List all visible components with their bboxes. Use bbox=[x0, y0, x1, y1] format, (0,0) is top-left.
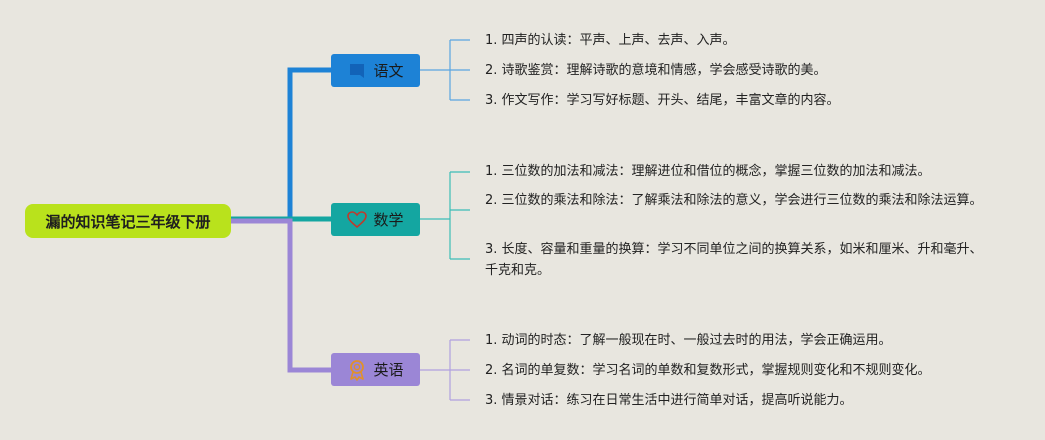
branch-label: 数学 bbox=[373, 211, 404, 229]
root-label: 漏的知识笔记三年级下册 bbox=[45, 212, 211, 231]
branch-yuwen[interactable]: 语文 bbox=[331, 54, 420, 87]
leaf-item: 3. 长度、容量和重量的换算：学习不同单位之间的换算关系，如米和厘米、升和毫升、… bbox=[485, 242, 983, 278]
branch-label: 语文 bbox=[373, 62, 404, 80]
root-node[interactable]: 漏的知识笔记三年级下册 bbox=[25, 204, 231, 238]
connector-shuxue-leaves bbox=[420, 171, 470, 260]
bookmark-icon bbox=[347, 61, 367, 81]
leaf-item: 2. 诗歌鉴赏：理解诗歌的意境和情感，学会感受诗歌的美。 bbox=[485, 63, 827, 78]
connector-yingyu-leaves bbox=[420, 339, 470, 401]
leaf-item: 2. 三位数的乘法和除法：了解乘法和除法的意义，学会进行三位数的乘法和除法运算。 bbox=[485, 193, 983, 208]
leaf-item: 1. 三位数的加法和减法：理解进位和借位的概念，掌握三位数的加法和减法。 bbox=[485, 164, 931, 179]
connector-root-yuwen bbox=[231, 67, 331, 222]
award-icon bbox=[347, 359, 367, 381]
connector-yuwen-leaves bbox=[420, 39, 470, 101]
leaf-item: 3. 情景对话：练习在日常生活中进行简单对话，提高听说能力。 bbox=[485, 393, 853, 408]
branch-label: 英语 bbox=[373, 361, 404, 379]
connector-root-yingyu bbox=[231, 218, 331, 373]
leaf-item: 1. 四声的认读：平声、上声、去声、入声。 bbox=[485, 33, 736, 48]
heart-icon bbox=[347, 210, 368, 230]
leaf-item: 1. 动词的时态：了解一般现在时、一般过去时的用法，学会正确运用。 bbox=[485, 333, 892, 348]
branch-yingyu[interactable]: 英语 bbox=[331, 353, 420, 386]
leaf-item: 2. 名词的单复数：学习名词的单数和复数形式，掌握规则变化和不规则变化。 bbox=[485, 363, 931, 378]
leaf-item: 3. 作文写作：学习写好标题、开头、结尾，丰富文章的内容。 bbox=[485, 93, 840, 108]
branch-shuxue[interactable]: 数学 bbox=[331, 203, 420, 236]
